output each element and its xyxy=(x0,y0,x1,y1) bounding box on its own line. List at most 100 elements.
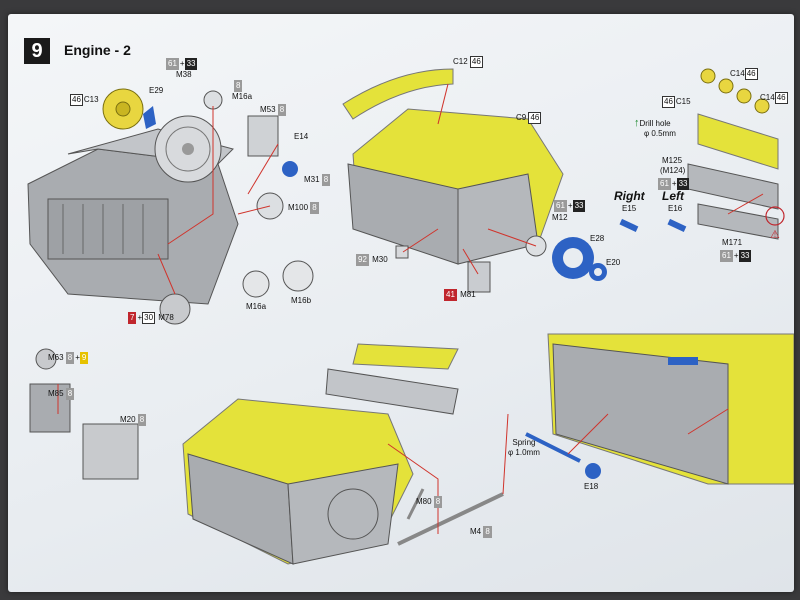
alternator-m53 xyxy=(247,115,279,157)
plus-sign: + xyxy=(671,179,677,188)
callout-m16b: M16b xyxy=(291,296,312,305)
paint-code: 46 xyxy=(70,94,83,106)
bracket-e15 xyxy=(619,218,639,232)
paint-code: 8 xyxy=(137,414,147,426)
part-number: C13 xyxy=(83,95,99,104)
warning-circle xyxy=(765,206,785,226)
paint-code: 61 xyxy=(720,250,733,262)
callout-e16: E16 xyxy=(668,204,683,213)
paint-code: 8 xyxy=(65,352,75,364)
pulley-m16a-bottom xyxy=(242,270,270,298)
leader-lines xyxy=(57,83,764,534)
paint-code: 9 xyxy=(79,352,89,364)
callout-c9: C9 46 xyxy=(516,112,542,124)
plus-sign: + xyxy=(733,251,739,260)
engine-block-bottom-right xyxy=(547,333,794,485)
callout-m100: M100 8 xyxy=(288,202,320,214)
part-number: M81 xyxy=(460,290,476,299)
callout-e20: E20 xyxy=(606,258,621,267)
callout-m16a-bottom: M16a xyxy=(246,302,267,311)
paint-code: 46 xyxy=(528,112,542,124)
callout-c12: C12 46 xyxy=(453,56,484,68)
part-m30 xyxy=(395,245,409,259)
callout-m4: M4 8 xyxy=(470,526,493,538)
part-number: M53 xyxy=(260,105,276,114)
part-e18 xyxy=(585,463,601,479)
callout-m85: M85 8 xyxy=(48,388,75,400)
paint-code: 61 xyxy=(658,178,671,190)
paint-code: 8 xyxy=(277,104,287,116)
callout-e28: E28 xyxy=(590,234,605,243)
paint-code: 33 xyxy=(184,58,198,70)
step-title: Engine - 2 xyxy=(64,42,131,58)
spring-text: Spring xyxy=(512,438,536,447)
part-number: M80 xyxy=(416,497,432,506)
paint-code: 61 xyxy=(554,200,567,212)
paint-code: 7 xyxy=(128,312,137,324)
flywheel-m38 xyxy=(154,115,222,183)
part-number: M78 xyxy=(158,313,174,322)
callout-e14: E14 xyxy=(294,132,309,141)
pulley-m16b xyxy=(282,260,314,292)
cap-m63 xyxy=(35,348,57,370)
distributor-m85 xyxy=(29,383,71,433)
callout-m81: 41 M81 xyxy=(444,289,476,301)
engine-block-bottom-middle xyxy=(182,343,459,565)
pump-m20 xyxy=(82,423,139,480)
part-m171-label: M171 xyxy=(722,238,743,247)
part-m12-label: M12 xyxy=(552,213,568,222)
left-side-label: Left xyxy=(662,189,684,203)
callout-m171-codes: 61+33 xyxy=(720,250,752,262)
engine-block-top-middle xyxy=(342,68,564,265)
paint-code: 30 xyxy=(142,312,156,324)
plus-sign: + xyxy=(75,353,80,362)
paint-code: 8 xyxy=(234,80,243,92)
callout-m63: M63 8+9 xyxy=(48,352,89,364)
plus-sign: + xyxy=(179,59,185,68)
callout-m124-alt: (M124) xyxy=(660,166,686,175)
paint-code: 61 xyxy=(166,58,179,70)
paint-code: 46 xyxy=(774,92,788,104)
spring-size: φ 1.0mm xyxy=(508,448,540,457)
step-number: 9 xyxy=(24,38,50,64)
paint-code: 46 xyxy=(744,68,758,80)
part-number: M31 xyxy=(304,175,320,184)
callout-m78: 7+30 M78 xyxy=(128,312,174,324)
callout-e29: E29 xyxy=(149,86,164,95)
paint-code: 33 xyxy=(572,200,586,212)
part-number: C15 xyxy=(675,97,691,106)
carburetor-assembly-c14 xyxy=(697,68,779,170)
paint-code: 8 xyxy=(310,202,319,214)
part-m38-label: M38 xyxy=(176,70,192,79)
arrow-up-icon: ↑ xyxy=(634,117,640,129)
linkage-m4 xyxy=(397,492,504,546)
spring-part xyxy=(525,432,581,463)
bracket-e16 xyxy=(667,218,687,232)
paint-code: 92 xyxy=(356,254,369,266)
part-number: C9 xyxy=(516,113,527,122)
part-number: M30 xyxy=(372,255,388,264)
assembly-illustration xyxy=(27,68,794,565)
paint-code: 41 xyxy=(444,289,457,301)
part-m16a-top-label: M16a xyxy=(232,92,253,101)
drill-text: Drill hole xyxy=(639,119,671,128)
right-side-label: Right xyxy=(614,189,645,203)
part-number: C12 xyxy=(453,57,468,66)
drill-hole-note: ↑Drill hole φ 0.5mm xyxy=(634,118,676,139)
rod-m80 xyxy=(406,488,425,520)
paint-code: 8 xyxy=(65,388,75,400)
paint-code: 46 xyxy=(662,96,675,108)
callout-m30: 92 M30 xyxy=(356,254,388,266)
warning-icon: ⚠ xyxy=(770,229,780,241)
part-m81 xyxy=(467,261,491,293)
paint-code: 8 xyxy=(433,496,443,508)
washer-e20 xyxy=(589,263,607,281)
cooling-fan-c13 xyxy=(102,88,144,130)
part-e29 xyxy=(143,106,156,129)
paint-code: 46 xyxy=(469,56,483,68)
spring-note: Spring φ 1.0mm xyxy=(508,438,540,458)
